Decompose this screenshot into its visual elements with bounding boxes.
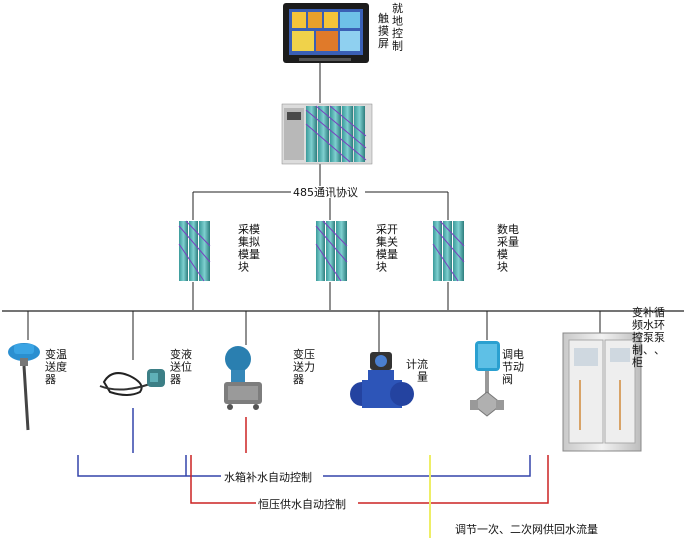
svg-text:压力变送器: 压力变送器 xyxy=(293,347,315,386)
flow-meter-device xyxy=(350,352,414,408)
device-label-flow: 流量计 xyxy=(406,357,428,384)
svg-text:流量计: 流量计 xyxy=(406,357,428,384)
svg-text:温度变送器: 温度变送器 xyxy=(45,347,67,386)
protocol-label-bg xyxy=(291,186,365,198)
module-label-digital: 开关量采集模块 xyxy=(376,223,398,274)
loop-constant-pressure xyxy=(190,417,549,504)
svg-text:电动调节阀: 电动调节阀 xyxy=(502,348,524,386)
svg-text:就地控制: 就地控制 xyxy=(392,1,403,53)
loop-water-tank xyxy=(77,408,531,477)
loop-label-constant-pressure: 恒压供水自动控制 xyxy=(258,497,346,511)
module-analog xyxy=(178,220,211,282)
device-label-cabinet: 循环泵、补水泵、变频控制柜 xyxy=(632,305,665,369)
plc-rack xyxy=(281,103,373,165)
module-digital xyxy=(315,220,348,282)
svg-text:液位变送器: 液位变送器 xyxy=(170,347,192,386)
temperature-transmitter-device xyxy=(8,343,40,431)
touchscreen-device xyxy=(283,3,369,63)
device-label-pressure: 压力变送器 xyxy=(293,347,315,386)
svg-text:开关量采集模块: 开关量采集模块 xyxy=(376,223,398,274)
device-label-valve: 电动调节阀 xyxy=(502,348,524,386)
touchscreen-caption: 就地控制 xyxy=(392,1,403,53)
touchscreen-label: 触摸屏 xyxy=(378,11,389,50)
level-transmitter-device xyxy=(99,369,165,396)
protocol-label: 485通讯协议 xyxy=(293,185,358,199)
svg-text:循环泵、补水泵、变频控制柜: 循环泵、补水泵、变频控制柜 xyxy=(632,305,665,369)
loop-label-water-tank: 水箱补水自动控制 xyxy=(224,470,312,484)
module-power xyxy=(432,220,465,282)
pressure-transmitter-device xyxy=(224,346,262,410)
control-cabinet-device xyxy=(562,332,642,452)
svg-text:模拟量采集模块: 模拟量采集模块 xyxy=(238,223,260,274)
module-label-power: 电量数采模块 xyxy=(497,223,519,274)
device-label-level: 液位变送器 xyxy=(170,347,192,386)
loop-label-bg-2 xyxy=(256,497,358,510)
svg-text:电量数采模块: 电量数采模块 xyxy=(497,223,519,274)
svg-text:触摸屏: 触摸屏 xyxy=(378,11,389,50)
module-label-analog: 模拟量采集模块 xyxy=(238,223,260,274)
loop-label-flow-regulation: 调节一次、二次网供回水流量 xyxy=(455,522,598,536)
electric-valve-device xyxy=(470,341,504,417)
loop-label-bg-1 xyxy=(221,470,323,483)
device-label-temperature: 温度变送器 xyxy=(45,347,67,386)
